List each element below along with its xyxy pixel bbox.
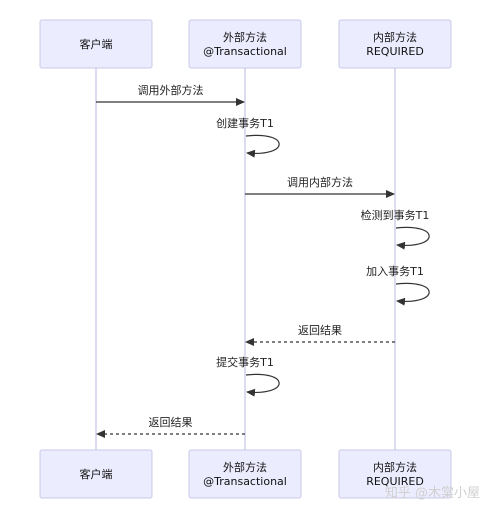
self-message-arrow	[395, 282, 430, 306]
self-message-arrow	[245, 134, 280, 158]
self-message-arrow	[245, 373, 280, 397]
actor-box	[39, 449, 153, 499]
actor-label: 内部方法	[373, 460, 417, 474]
message-label: 提交事务T1	[216, 355, 274, 369]
message-2: 创建事务T1	[216, 116, 280, 158]
actor-label: @Transactional	[203, 45, 287, 58]
actor-box	[188, 449, 302, 499]
actor-outer-bottom: 外部方法@Transactional	[188, 449, 302, 499]
message-label: 加入事务T1	[366, 265, 424, 278]
actor-label: 外部方法	[223, 460, 267, 474]
actor-box	[338, 449, 452, 499]
actor-box	[39, 19, 153, 69]
actor-label: REQUIRED	[366, 475, 424, 488]
self-message-arrow	[395, 226, 430, 250]
message-1: 调用外部方法	[96, 83, 245, 106]
actor-outer-top: 外部方法@Transactional	[188, 19, 302, 69]
actor-label: 内部方法	[373, 30, 417, 44]
message-label: 创建事务T1	[216, 116, 274, 130]
actor-label: 客户端	[80, 37, 113, 51]
message-6: 返回结果	[245, 324, 395, 346]
message-4: 检测到事务T1	[361, 208, 430, 250]
message-label: 返回结果	[149, 416, 193, 429]
actor-label: 客户端	[80, 467, 113, 481]
actor-client-bottom: 客户端	[39, 449, 153, 499]
watermark-text: 知乎 @木棠小屋	[385, 485, 480, 501]
actor-client-top: 客户端	[39, 19, 153, 69]
actor-box	[188, 19, 302, 69]
actor-label: @Transactional	[203, 475, 287, 488]
message-8: 返回结果	[96, 416, 245, 438]
message-label: 检测到事务T1	[361, 208, 430, 222]
actor-box	[338, 19, 452, 69]
message-5: 加入事务T1	[366, 265, 430, 306]
message-label: 调用内部方法	[287, 175, 353, 189]
message-7: 提交事务T1	[216, 355, 280, 397]
actor-label: REQUIRED	[366, 45, 424, 58]
message-3: 调用内部方法	[245, 175, 395, 198]
message-label: 调用外部方法	[138, 83, 204, 97]
message-label: 返回结果	[298, 324, 342, 337]
actor-label: 外部方法	[223, 30, 267, 44]
